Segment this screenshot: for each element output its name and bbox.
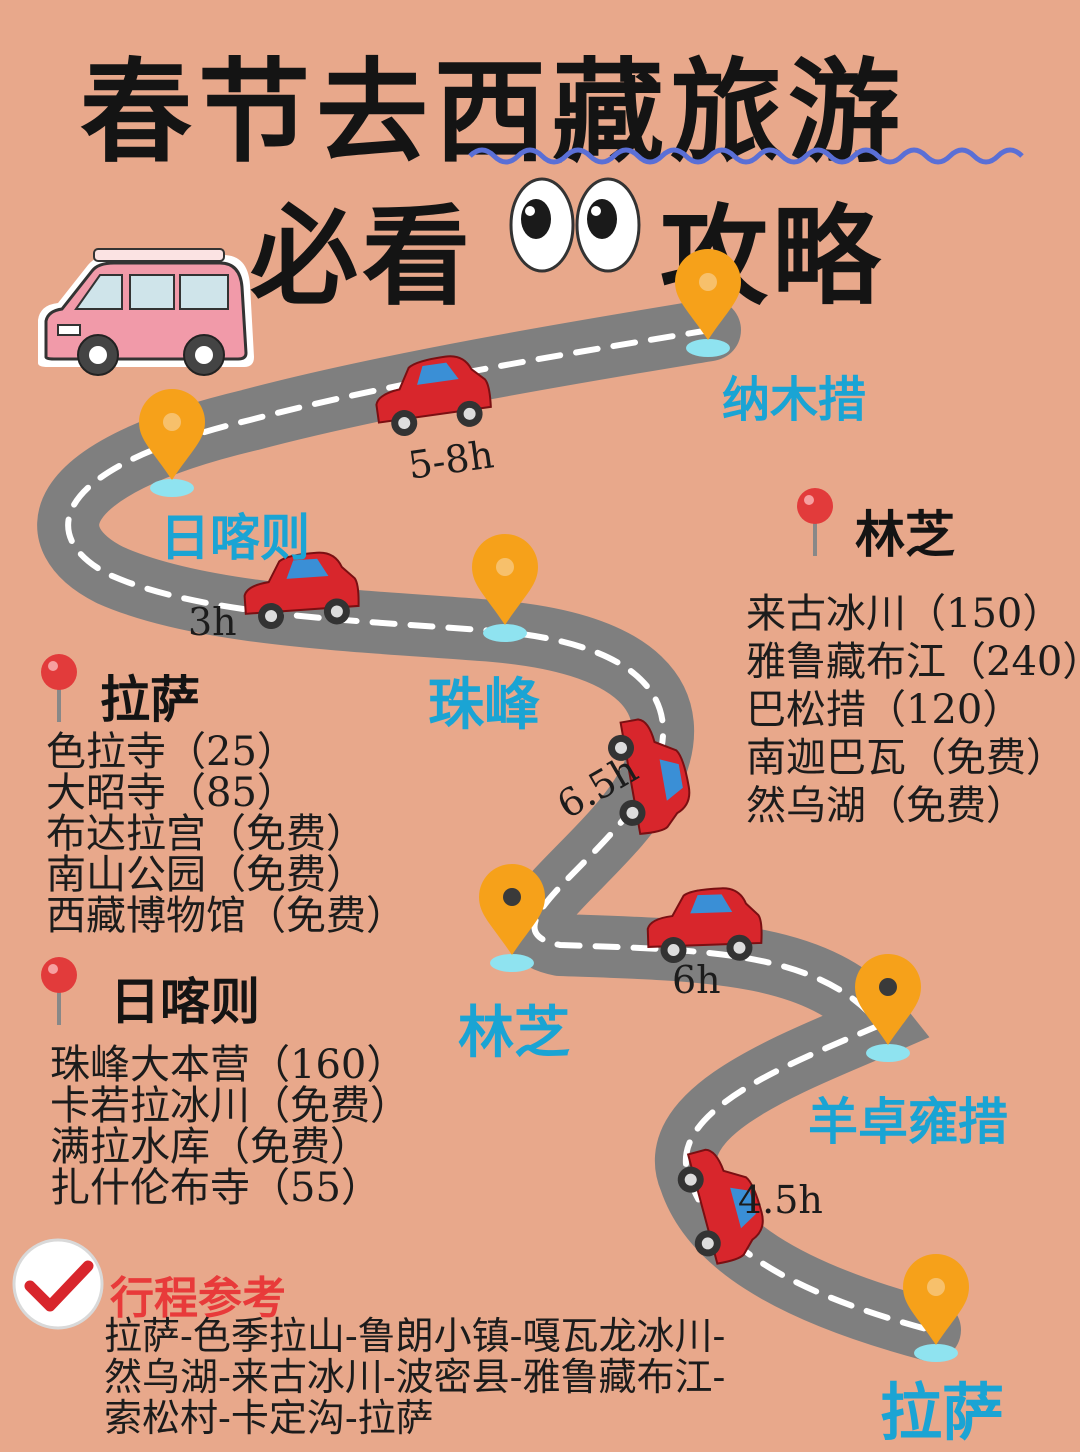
car-icon xyxy=(243,551,360,630)
map-pin-icon xyxy=(675,249,741,357)
shigatse-attraction-list: 珠峰大本营（160） 卡若拉冰川（免费） 满拉水库（免费） 扎什伦布寺（55） xyxy=(50,1045,410,1209)
nyingchi-attraction-list: 来古冰川（150） 雅鲁藏布江（240） 巴松措（120） 南迦巴瓦（免费） 然… xyxy=(746,590,1080,830)
list-item: 南山公园（免费） xyxy=(46,852,366,898)
itinerary-heading: 行程参考 xyxy=(110,1273,286,1324)
travel-time: 6h xyxy=(672,958,721,1002)
travel-time: 4.5h xyxy=(738,1178,823,1222)
list-item: 色拉寺（25） xyxy=(46,729,297,775)
title-must-see: 必看 xyxy=(250,195,475,320)
van-icon xyxy=(38,248,254,376)
list-item: 来古冰川（150） xyxy=(746,591,1063,637)
travel-time: 3h xyxy=(188,600,237,644)
stop-label-everest: 珠峰 xyxy=(428,673,540,738)
list-item: 卡若拉冰川（免费） xyxy=(50,1083,410,1129)
stop-label-yamdrok: 羊卓雍措 xyxy=(808,1093,1008,1151)
itinerary-text: 拉萨-色季拉山-鲁朗小镇-嘎瓦龙冰川- 然乌湖-来古冰川-波密县-雅鲁藏布江- … xyxy=(104,1316,764,1439)
list-item: 雅鲁藏布江（240） xyxy=(746,639,1080,685)
car-icon xyxy=(646,887,763,964)
list-item: 南迦巴瓦（免费） xyxy=(746,735,1066,781)
list-item: 大昭寺（85） xyxy=(46,770,297,816)
list-item: 然乌湖（免费） xyxy=(746,783,1026,829)
lhasa-attraction-list: 色拉寺（25） 大昭寺（85） 布达拉宫（免费） 南山公园（免费） 西藏博物馆（… xyxy=(46,732,406,937)
car-icon xyxy=(677,1148,764,1265)
checkmark-icon xyxy=(12,1238,104,1330)
list-item: 珠峰大本营（160） xyxy=(50,1042,407,1088)
section-title-nyingchi: 林芝 xyxy=(855,506,955,564)
map-pin-icon xyxy=(903,1254,969,1362)
section-title-shigatse: 日喀则 xyxy=(110,973,260,1031)
map-pin-icon xyxy=(479,864,545,972)
road-dashes xyxy=(65,327,933,1333)
itinerary-line: 拉萨-色季拉山-鲁朗小镇-嘎瓦龙冰川- xyxy=(104,1314,726,1358)
stop-label-namtso: 纳木措 xyxy=(722,372,867,428)
stop-label-nyingchi: 林芝 xyxy=(458,1001,570,1066)
car-icon xyxy=(375,355,492,437)
location-pin-icon xyxy=(41,957,77,1025)
list-item: 布达拉宫（免费） xyxy=(46,811,366,857)
map-pin-icon xyxy=(139,389,205,497)
list-item: 西藏博物馆（免费） xyxy=(46,893,406,939)
location-pin-icon xyxy=(41,654,77,722)
stop-label-lhasa: 拉萨 xyxy=(880,1376,1005,1449)
map-pin-icon xyxy=(855,954,921,1062)
eyes-icon xyxy=(509,177,641,273)
page-title: 春节去西藏旅游 xyxy=(80,48,906,178)
section-title-lhasa: 拉萨 xyxy=(100,671,200,729)
list-item: 巴松措（120） xyxy=(746,687,1023,733)
car-icon xyxy=(608,718,691,835)
list-item: 扎什伦布寺（55） xyxy=(50,1165,381,1211)
wavy-underline xyxy=(468,147,1024,165)
itinerary-line: 然乌湖-来古冰川-波密县-雅鲁藏布江- xyxy=(104,1355,726,1399)
stop-label-shigatse: 日喀则 xyxy=(160,509,310,567)
list-item: 满拉水库（免费） xyxy=(50,1124,370,1170)
itinerary-line: 索松村-卡定沟-拉萨 xyxy=(104,1396,434,1440)
map-pin-icon xyxy=(472,534,538,642)
location-pin-icon xyxy=(797,488,833,556)
